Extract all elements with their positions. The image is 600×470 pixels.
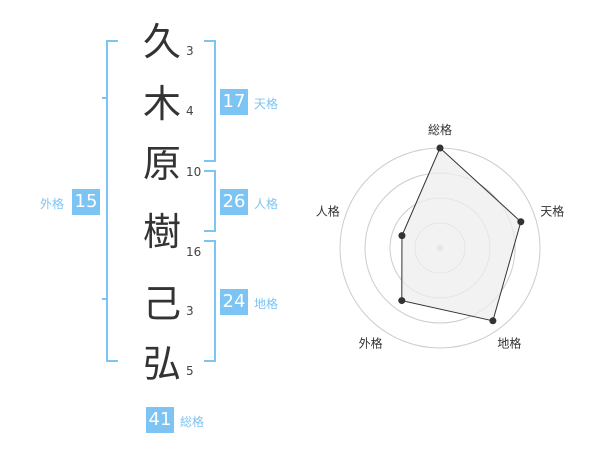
gaikaku-label: 外格 <box>40 197 65 211</box>
stroke-count-3: 10 <box>186 165 202 179</box>
gaikaku-bracket-tick-1 <box>102 97 106 99</box>
name-char-1: 久 <box>142 20 181 64</box>
name-char-2: 木 <box>142 82 181 126</box>
chikaku-bracket <box>204 240 216 362</box>
name-char-4: 樹 <box>142 210 181 254</box>
radar-point-2 <box>517 218 525 226</box>
jinkaku-label: 人格 <box>254 197 279 211</box>
chikaku-label: 地格 <box>254 297 279 311</box>
tenkaku-value: 17 <box>220 89 248 115</box>
chikaku-value: 24 <box>220 289 248 315</box>
tenkaku-bracket <box>204 40 216 162</box>
radar-point-5 <box>398 232 406 240</box>
radar-series-polygon <box>401 147 522 322</box>
tenkaku-label: 天格 <box>254 97 279 111</box>
stroke-count-5: 3 <box>186 304 194 318</box>
radar-axis-label-3: 地格 <box>497 335 521 350</box>
jinkaku-value: 26 <box>220 189 248 215</box>
gaikaku-value: 15 <box>72 189 100 215</box>
gaikaku-bracket <box>106 40 118 362</box>
radar-axis-label-4: 外格 <box>359 335 383 350</box>
stroke-count-4: 16 <box>186 245 202 259</box>
name-char-5: 己 <box>142 282 181 326</box>
jinkaku-bracket <box>204 170 216 232</box>
radar-axis-label-1: 総格 <box>428 122 452 137</box>
radar-point-3 <box>489 317 497 325</box>
radar-axis-label-5: 人格 <box>316 204 340 219</box>
radar-point-4 <box>398 297 406 305</box>
soukaku-label: 総格 <box>180 415 205 429</box>
stroke-count-1: 3 <box>186 44 194 58</box>
radar-axis-label-2: 天格 <box>540 204 564 219</box>
gaikaku-bracket-tick-2 <box>102 298 106 300</box>
stroke-count-2: 4 <box>186 104 194 118</box>
radar-point-1 <box>436 144 444 152</box>
soukaku-value: 41 <box>146 407 174 433</box>
name-char-3: 原 <box>142 142 181 186</box>
stroke-count-6: 5 <box>186 364 194 378</box>
name-char-6: 弘 <box>142 342 181 386</box>
